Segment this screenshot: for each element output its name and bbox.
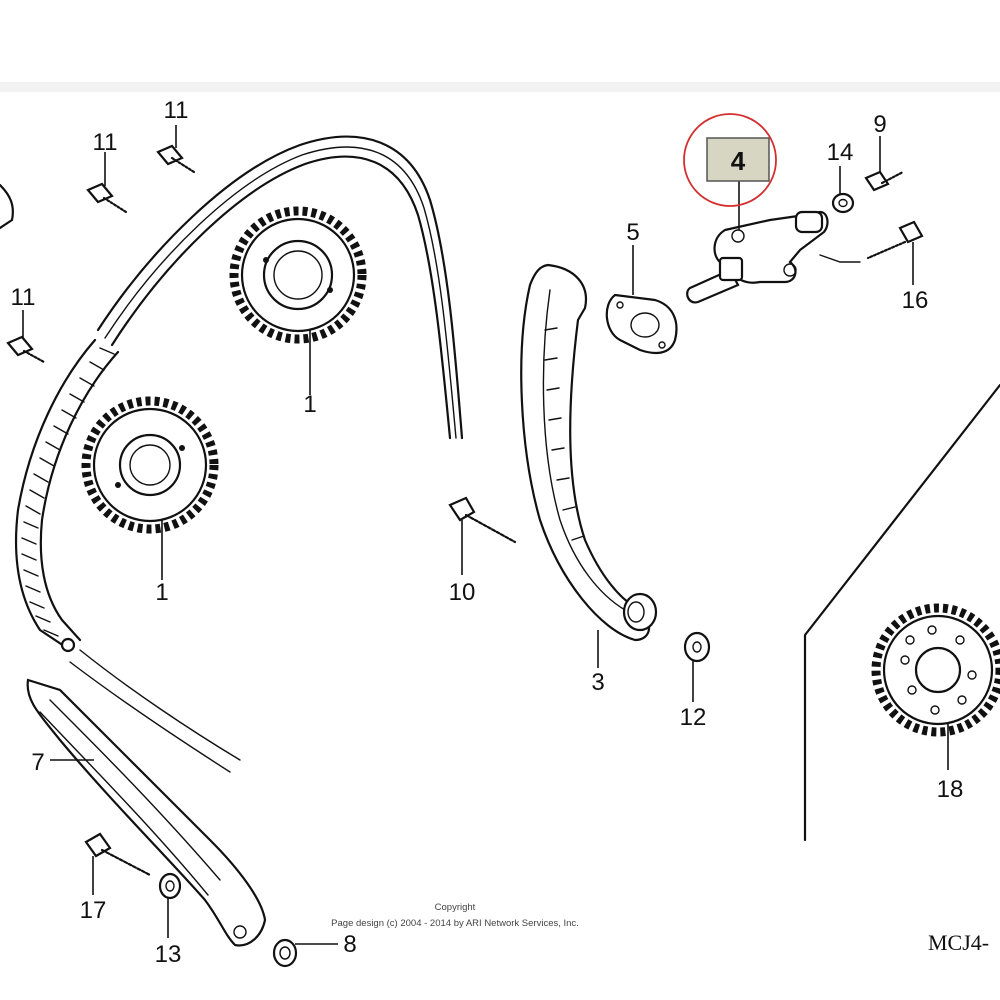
washer-14 (831, 192, 855, 214)
copyright-line2: Page design (c) 2004 - 2014 by ARI Netwo… (331, 918, 579, 929)
copyright-line1: Copyright (435, 902, 476, 913)
callout-11c[interactable]: 11 (11, 284, 36, 311)
callout-1a[interactable]: 1 (303, 391, 316, 418)
bolt-9 (864, 170, 905, 192)
bolt-11-top (156, 144, 196, 174)
callout-16[interactable]: 16 (902, 287, 929, 314)
highlight-circle (683, 113, 777, 207)
bolt-11-left (6, 335, 46, 364)
chain-guide (26, 678, 267, 947)
top-strip (0, 82, 1000, 92)
callout-13[interactable]: 13 (155, 941, 182, 968)
timing-chain (14, 135, 464, 773)
bolt-11-mid (86, 182, 128, 214)
tensioner-gasket (605, 293, 678, 355)
callout-9[interactable]: 9 (873, 111, 886, 138)
tensioner-lifter (686, 210, 829, 304)
case-outline (803, 383, 1000, 842)
bolt-17 (84, 832, 152, 877)
edge-part (0, 183, 14, 230)
crank-sprocket (871, 603, 1000, 737)
cam-sprocket-upper (229, 206, 367, 344)
callout-12[interactable]: 12 (680, 704, 707, 731)
callout-11b[interactable]: 11 (93, 129, 118, 156)
callout-7[interactable]: 7 (31, 749, 44, 776)
highlight-box (706, 137, 770, 182)
callout-10[interactable]: 10 (449, 579, 476, 606)
cam-sprocket-lower (81, 396, 219, 534)
callout-17[interactable]: 17 (80, 897, 107, 924)
collar-8 (272, 938, 298, 968)
leader-lines (22, 125, 949, 945)
diagram-code: MCJ4- (928, 930, 989, 955)
tensioner-arm (520, 263, 658, 642)
callout-1b[interactable]: 1 (155, 579, 168, 606)
callout-3[interactable]: 3 (591, 669, 604, 696)
washer-12 (683, 631, 711, 663)
callout-5[interactable]: 5 (626, 219, 639, 246)
callout-11a[interactable]: 11 (164, 97, 189, 124)
bolt-10 (448, 496, 517, 544)
bolt-16 (819, 220, 924, 263)
callout-4[interactable]: 4 (731, 146, 746, 176)
callout-18[interactable]: 18 (937, 776, 964, 803)
callout-8[interactable]: 8 (343, 931, 356, 958)
washer-13 (158, 872, 182, 900)
callout-14[interactable]: 14 (827, 139, 854, 166)
